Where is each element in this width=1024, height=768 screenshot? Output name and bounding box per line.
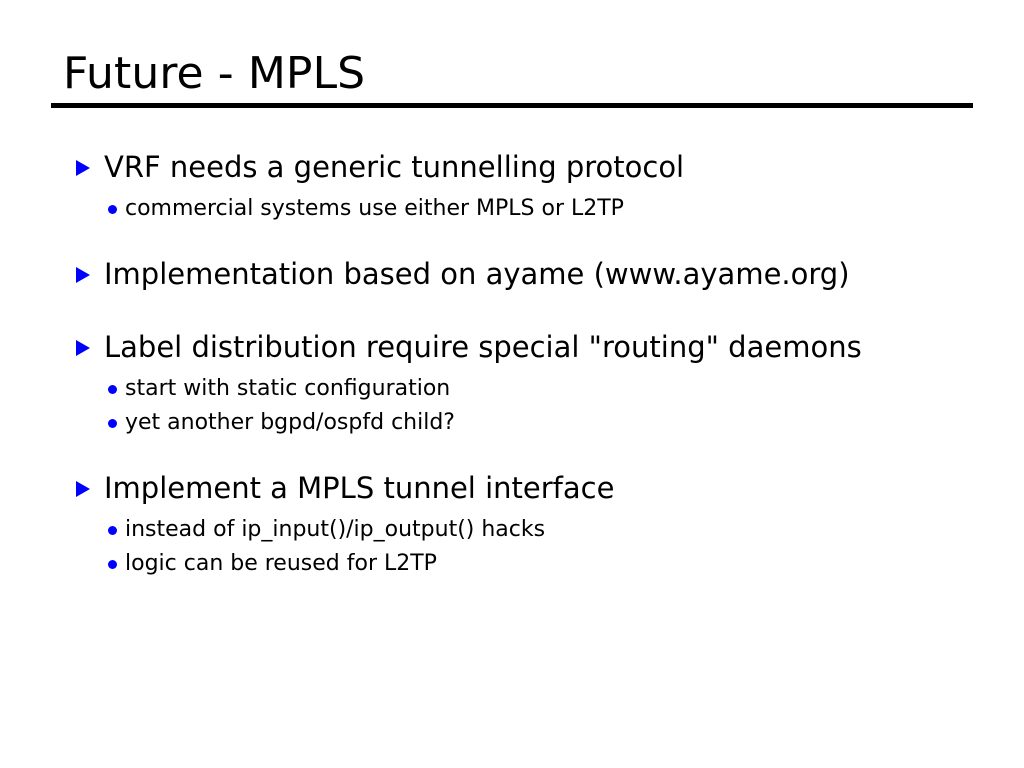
sub-bullet-text: logic can be reused for L2TP: [125, 551, 437, 576]
page-title: Future - MPLS: [63, 48, 366, 99]
sub-bullet-list: commercial systems use either MPLS or L2…: [0, 192, 1024, 226]
title-divider: [51, 103, 973, 108]
bullet-item: Implementation based on ayame (www.ayame…: [0, 250, 1024, 299]
dot-icon: [108, 385, 117, 394]
bullet-group: Implement a MPLS tunnel interface instea…: [0, 464, 1024, 581]
sub-bullet-item: start with static configuration: [0, 372, 1024, 406]
sub-bullet-text: commercial systems use either MPLS or L2…: [125, 196, 624, 221]
bullet-group: Implementation based on ayame (www.ayame…: [0, 250, 1024, 299]
sub-bullet-text: instead of ip_input()/ip_output() hacks: [125, 517, 546, 542]
slide-title-block: Future - MPLS: [51, 48, 973, 108]
triangle-right-icon: [76, 160, 90, 176]
bullet-text: Implementation based on ayame (www.ayame…: [104, 257, 850, 291]
dot-icon: [108, 526, 117, 535]
bullet-group: VRF needs a generic tunnelling protocol …: [0, 143, 1024, 226]
bullet-text: Label distribution require special "rout…: [104, 330, 862, 364]
triangle-right-icon: [76, 481, 90, 497]
bullet-item: Label distribution require special "rout…: [0, 323, 1024, 372]
slide-body: VRF needs a generic tunnelling protocol …: [0, 143, 1024, 581]
triangle-right-icon: [76, 267, 90, 283]
dot-icon: [108, 419, 117, 428]
triangle-right-icon: [76, 340, 90, 356]
bullet-item: Implement a MPLS tunnel interface: [0, 464, 1024, 513]
sub-bullet-item: commercial systems use either MPLS or L2…: [0, 192, 1024, 226]
bullet-item: VRF needs a generic tunnelling protocol: [0, 143, 1024, 192]
sub-bullet-item: instead of ip_input()/ip_output() hacks: [0, 513, 1024, 547]
sub-bullet-item: yet another bgpd/ospfd child?: [0, 406, 1024, 440]
sub-bullet-item: logic can be reused for L2TP: [0, 547, 1024, 581]
sub-bullet-text: yet another bgpd/ospfd child?: [125, 410, 455, 435]
bullet-text: Implement a MPLS tunnel interface: [104, 471, 615, 505]
bullet-text: VRF needs a generic tunnelling protocol: [104, 150, 685, 184]
sub-bullet-text: start with static configuration: [125, 376, 451, 401]
bullet-group: Label distribution require special "rout…: [0, 323, 1024, 440]
sub-bullet-list: instead of ip_input()/ip_output() hacks …: [0, 513, 1024, 581]
sub-bullet-list: start with static configuration yet anot…: [0, 372, 1024, 440]
dot-icon: [108, 560, 117, 569]
dot-icon: [108, 205, 117, 214]
